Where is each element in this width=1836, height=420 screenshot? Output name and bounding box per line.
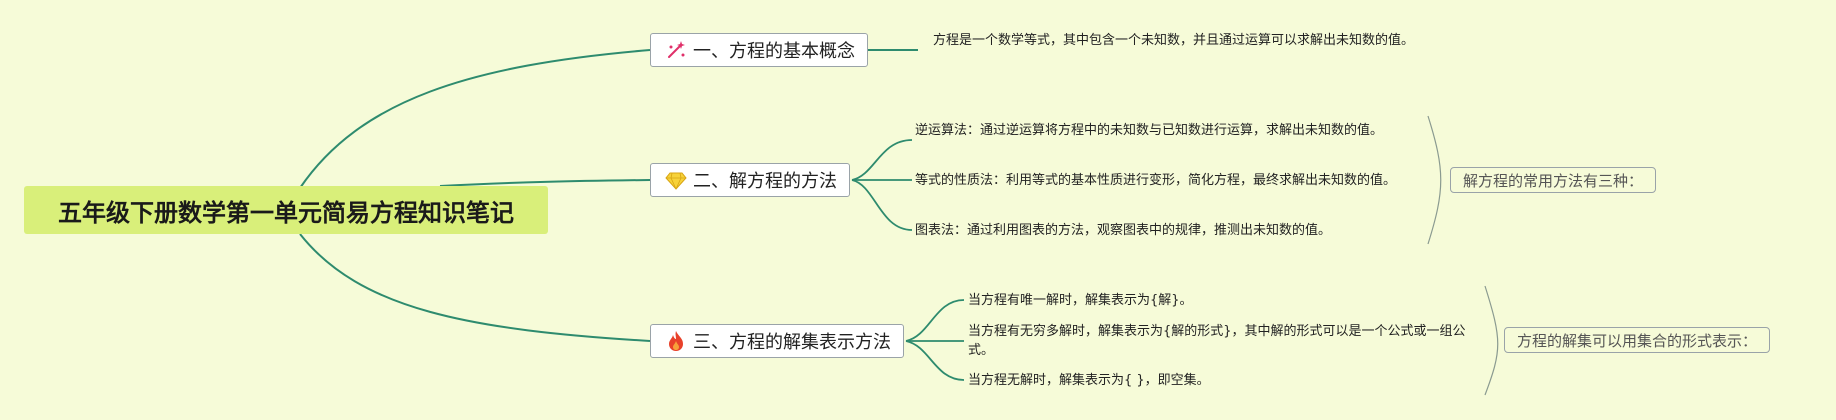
leaf-no-solution: 当方程无解时，解集表示为{ }，即空集。 — [968, 373, 1210, 388]
connector-root-to-branch-1 — [299, 49, 651, 189]
leaf-infinite-solutions: 当方程有无穷多解时，解集表示为{解的形式}，其中解的形式可以是一个公式或一组公式… — [968, 324, 1466, 358]
branch-2-label: 二、解方程的方法 — [693, 171, 837, 192]
connector-branch-3-to-leaf-1 — [905, 299, 965, 342]
leaf-chart-method: 图表法：通过利用图表的方法，观察图表中的规律，推测出未知数的值。 — [915, 223, 1332, 238]
branch-2-solving-methods[interactable]: 二、解方程的方法 — [650, 163, 850, 197]
root-topic[interactable]: 五年级下册数学第一单元简易方程知识笔记 — [24, 186, 548, 234]
leaf-basic-concept: 方程是一个数学等式，其中包含一个未知数，并且通过运算可以求解出未知数的值。 — [933, 33, 1415, 48]
summary-solution-set-label: 方程的解集可以用集合的形式表示： — [1517, 331, 1758, 350]
branch-1-basic-concept[interactable]: 一、方程的基本概念 — [650, 33, 868, 67]
summary-bracket-branch-3 — [1484, 285, 1499, 396]
summary-bracket-branch-2 — [1427, 115, 1442, 245]
summary-solution-set[interactable]: 方程的解集可以用集合的形式表示： — [1504, 327, 1771, 353]
summary-solving-methods[interactable]: 解方程的常用方法有三种： — [1450, 167, 1657, 193]
connector-root-to-branch-2 — [439, 179, 651, 187]
connector-branch-2-to-leaf-1 — [851, 139, 913, 181]
sparkle-icon — [665, 39, 687, 61]
fire-icon — [665, 330, 687, 352]
connector-root-to-branch-3 — [299, 233, 651, 342]
connector-branch-3-to-leaf-3 — [905, 340, 965, 381]
root-title: 五年级下册数学第一单元简易方程知识笔记 — [58, 198, 514, 227]
summary-solving-methods-label: 解方程的常用方法有三种： — [1463, 171, 1644, 190]
branch-3-label: 三、方程的解集表示方法 — [693, 332, 891, 353]
branch-1-label: 一、方程的基本概念 — [693, 41, 855, 62]
connector-branch-2-to-leaf-3 — [851, 179, 913, 231]
gem-icon — [665, 169, 687, 191]
leaf-unique-solution: 当方程有唯一解时，解集表示为{解}。 — [968, 293, 1193, 308]
leaf-equality-property: 等式的性质法：利用等式的基本性质进行变形，简化方程，最终求解出未知数的值。 — [915, 173, 1397, 188]
leaf-inverse-operation: 逆运算法：通过逆运算将方程中的未知数与已知数进行运算，求解出未知数的值。 — [915, 123, 1384, 138]
branch-3-solution-set[interactable]: 三、方程的解集表示方法 — [650, 324, 904, 358]
